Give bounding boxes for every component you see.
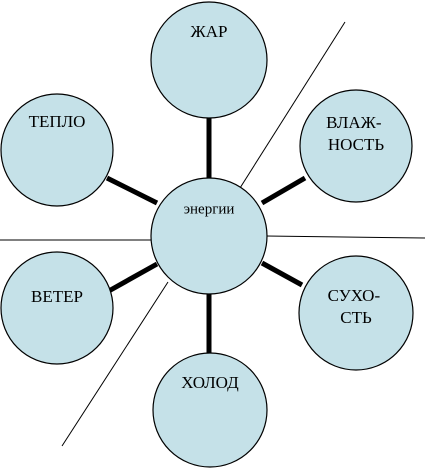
svg-text:ТЕПЛО: ТЕПЛО: [29, 112, 86, 131]
spoke-sukhost: [260, 260, 304, 288]
divider-horizontal-right: [265, 235, 425, 239]
svg-text:ВЕТЕР: ВЕТЕР: [31, 287, 83, 306]
divider-diagonal-upper: [239, 21, 346, 189]
node-sukhost: СУХО- СТЬ: [298, 255, 414, 371]
spoke-teplo: [105, 175, 159, 206]
node-vlazhnost-label-line1: ВЛАЖ-: [326, 113, 382, 132]
node-veter: ВЕТЕР: [0, 251, 114, 365]
node-kholod-label: ХОЛОД: [181, 373, 239, 392]
center-label: энергии: [184, 201, 235, 217]
node-veter-label: ВЕТЕР: [31, 287, 83, 306]
node-sukhost-label-line2: СТЬ: [340, 308, 372, 327]
node-vlazhnost: ВЛАЖ- НОСТЬ: [299, 89, 413, 203]
node-center: энергии: [150, 177, 268, 295]
node-kholod: ХОЛОД: [152, 352, 268, 468]
node-teplo: ТЕПЛО: [0, 93, 114, 207]
divider-diagonal-lower: [61, 281, 169, 447]
node-teplo-label: ТЕПЛО: [29, 112, 86, 131]
node-zhar-label: ЖАР: [191, 22, 228, 41]
svg-text:ВЛАЖ- НОСТЬ: ВЛАЖ- НОСТЬ: [326, 113, 386, 154]
node-sukhost-label-line1: СУХО-: [328, 286, 381, 305]
spoke-veter: [105, 261, 159, 295]
svg-text:ЖАР: ЖАР: [191, 22, 228, 41]
svg-text:ХОЛОД: ХОЛОД: [181, 373, 239, 392]
svg-text:СУХО- СТЬ: СУХО- СТЬ: [328, 286, 385, 327]
spoke-vlazhnost: [260, 175, 307, 206]
node-vlazhnost-label-line2: НОСТЬ: [328, 135, 384, 154]
node-zhar: ЖАР: [150, 1, 268, 119]
